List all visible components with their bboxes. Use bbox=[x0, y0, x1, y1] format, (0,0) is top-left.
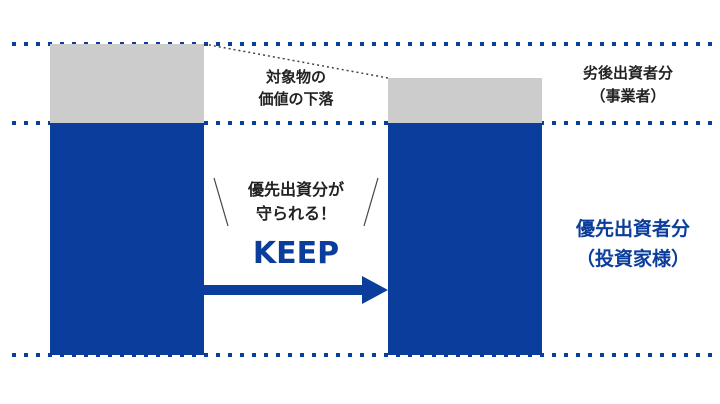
subordinate-investor-label: 劣後出資者分 （事業者） bbox=[548, 62, 708, 108]
value-drop-line bbox=[203, 43, 389, 79]
keep-message: 優先出資分が 守られる！ bbox=[216, 178, 376, 226]
senior-investor-label: 優先出資者分 （投資家様） bbox=[548, 214, 718, 274]
keep-message-line2: 守られる！ bbox=[255, 204, 336, 223]
right-arrow-icon bbox=[204, 276, 388, 304]
left-emphasis-slash bbox=[213, 177, 229, 227]
keep-label: KEEP bbox=[252, 236, 340, 271]
right-senior-block bbox=[388, 123, 542, 355]
subordinate-label-line1: 劣後出資者分 bbox=[582, 64, 673, 82]
subordinate-label-line2: （事業者） bbox=[590, 87, 666, 105]
value-drop-label-line2: 価値の下落 bbox=[258, 90, 334, 108]
right-subordinate-block bbox=[388, 78, 542, 123]
left-senior-block bbox=[50, 123, 204, 355]
left-subordinate-block bbox=[50, 44, 204, 123]
right-emphasis-slash bbox=[363, 177, 379, 227]
keep-message-line1: 優先出資分が bbox=[247, 180, 344, 199]
senior-label-line2: （投資家様） bbox=[575, 248, 690, 270]
value-drop-label: 対象物の 価値の下落 bbox=[218, 66, 374, 110]
value-drop-label-line1: 対象物の bbox=[265, 68, 326, 86]
senior-label-line1: 優先出資者分 bbox=[575, 218, 690, 240]
